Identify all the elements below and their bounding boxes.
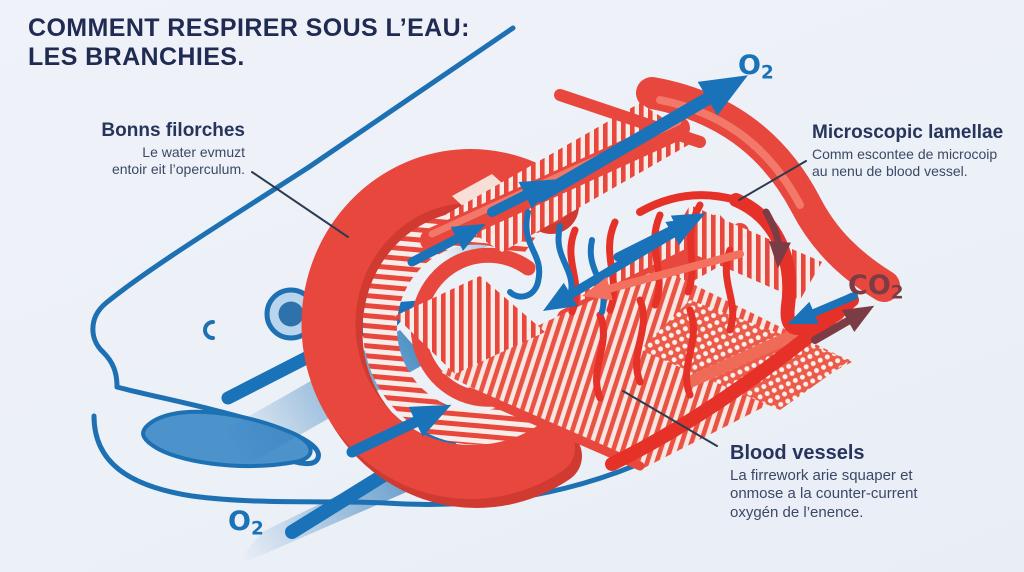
page-title-line1: COMMENT RESPIRER SOUS L’EAU:: [28, 14, 470, 42]
fish-head-front: [90, 164, 312, 390]
callout-lamellae-line1: Comm escontee de microcoip: [812, 145, 998, 162]
callout-gill-filaments-heading: Bonns filorches: [101, 120, 245, 141]
pointer-lines: [251, 160, 807, 447]
o2-top-sub: 2: [760, 62, 774, 84]
callout-blood-vessels-text: La firrework arie squaper et onmose a la…: [730, 467, 960, 522]
arrow-counter-salmon: [581, 250, 744, 301]
callout-blood-vessels-line1: La firrework arie squaper et: [730, 467, 913, 484]
callout-gill-filaments-line1: Le water evmuzt: [142, 143, 245, 160]
o2-top-base: O: [738, 50, 761, 81]
o2-bottom-sub: 2: [250, 518, 264, 540]
arrow-maroon-down: [762, 208, 791, 269]
fish-back-line: [306, 25, 516, 170]
pointer-lamellae: [738, 160, 807, 201]
co2-sub: 2: [890, 282, 904, 304]
fish-nostril: [203, 320, 215, 340]
callout-blood-vessels-heading: Blood vessels: [730, 442, 865, 464]
arrow-in-arch-high: [407, 223, 486, 267]
arrow-in-arch-low: [346, 404, 452, 458]
flow-arrows: [346, 75, 875, 458]
callout-gill-filaments: Bonns filorches Le water evmuzt entoir e…: [70, 120, 245, 178]
arrow-o2-out: [533, 75, 748, 203]
callout-blood-vessels-line3: oxygén de l’enence.: [730, 503, 864, 521]
page-title: COMMENT RESPIRER SOUS L’EAU: LES BRANCHI…: [28, 14, 548, 72]
arrow-counter-blue: [542, 216, 701, 312]
o2-bottom-base: O: [228, 506, 251, 537]
callout-blood-vessels-line2: onmose a la counter-current: [730, 485, 918, 503]
gill-arch-left: [301, 149, 575, 499]
o2-label-bottom: O2: [228, 506, 264, 540]
page-title-line2: LES BRANCHIES.: [28, 43, 245, 71]
pointer-gill-filaments: [251, 171, 349, 238]
callout-gill-filaments-line2: entoir eit l’operculum.: [111, 160, 245, 177]
pointer-blood-vessels: [622, 390, 718, 447]
callout-gill-filaments-text: Le water evmuzt entoir eit l’operculum.: [70, 144, 245, 178]
callout-lamellae-heading: Microscopic lamellae: [812, 122, 1004, 143]
co2-base: CO: [848, 270, 891, 301]
callout-lamellae-line2: au nenu de blood vessel.: [812, 162, 968, 179]
callout-blood-vessels: Blood vessels La firrework arie squaper …: [730, 442, 960, 522]
o2-label-top: O2: [738, 50, 774, 84]
callout-lamellae-text: Comm escontee de microcoip au nenu de bl…: [812, 146, 1017, 180]
callout-lamellae: Microscopic lamellae Comm escontee de mi…: [812, 122, 1017, 180]
arrow-top-small: [487, 179, 558, 217]
arrow-maroon-up: [811, 305, 875, 344]
co2-label: CO2: [848, 270, 904, 304]
arrow-co2-blue: [787, 292, 858, 325]
fish-eye-pupil: [278, 301, 304, 327]
